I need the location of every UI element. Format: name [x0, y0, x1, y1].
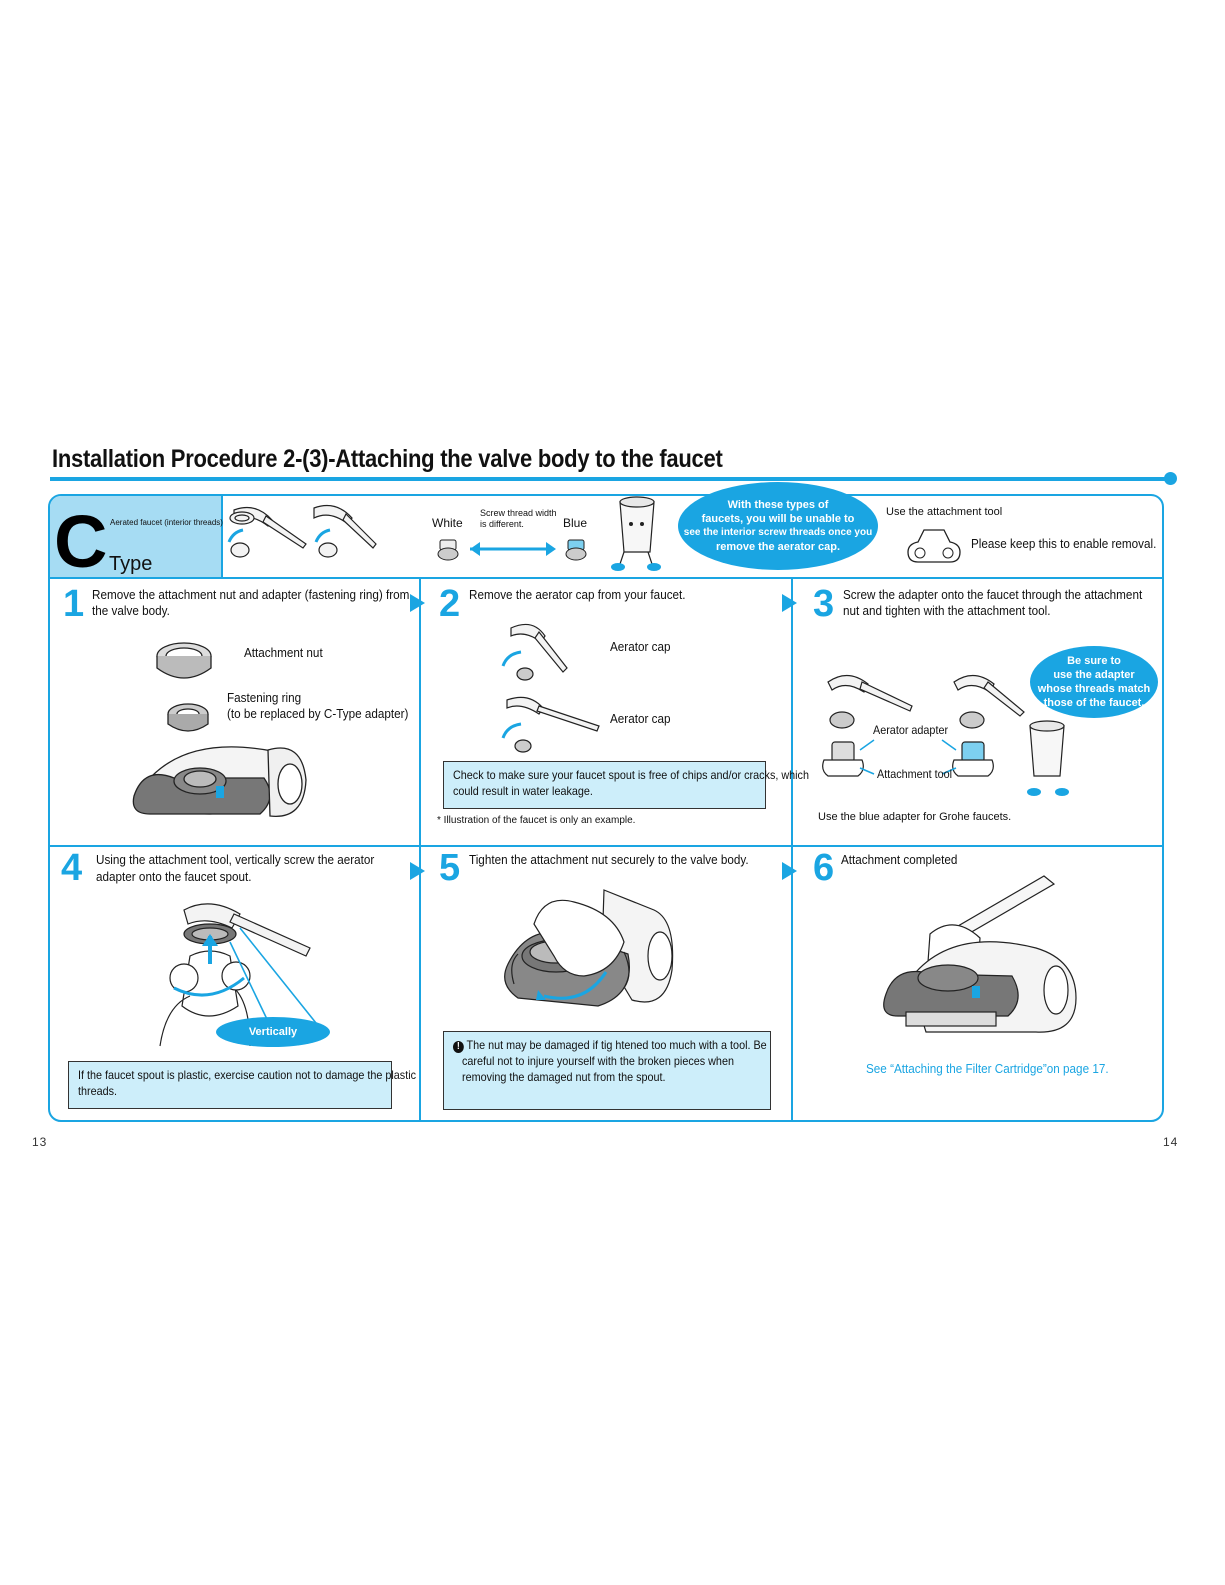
- valve-body-illustration: [132, 642, 307, 817]
- grohe-note: Use the blue adapter for Grohe faucets.: [818, 811, 1012, 823]
- step-text: Using the attachment tool, vertically sc…: [96, 852, 375, 867]
- keep-note: Please keep this to enable removal.: [971, 536, 1157, 551]
- info-bubble-line: With these types of: [727, 499, 829, 511]
- type-letter: C: [54, 500, 108, 583]
- header-rule: [50, 577, 1162, 579]
- aerator-adapter-label: Aerator adapter: [873, 723, 949, 737]
- step-text: Attachment completed: [841, 852, 958, 867]
- filter-cartridge-link[interactable]: See “Attaching the Filter Cartridge”on p…: [866, 1061, 1109, 1076]
- type-word: Type: [109, 553, 153, 575]
- note-line-text: The nut may be damaged if tig htened too…: [466, 1038, 767, 1052]
- tip-line: use the adapter: [1053, 669, 1135, 681]
- instruction-frame: [48, 494, 1164, 1122]
- note-line: removing the damaged nut from the spout.: [462, 1070, 666, 1084]
- col-divider-2: [791, 578, 793, 1121]
- step-text: nut and tighten with the attachment tool…: [843, 603, 1051, 618]
- step-number: 3: [813, 583, 835, 625]
- info-bubble-line: remove the aerator cap.: [715, 541, 841, 553]
- step-number: 6: [813, 847, 835, 889]
- white-label: White: [432, 516, 463, 530]
- c-type-panel: [50, 496, 222, 577]
- title-rule: [50, 477, 1172, 481]
- warning-icon: !: [453, 1041, 464, 1053]
- cartridge-mascot-icon: [611, 496, 661, 571]
- next-step-arrow: [410, 862, 425, 880]
- step-text: Screw the adapter onto the faucet throug…: [843, 587, 1143, 602]
- info-bubble-line: see the interior screw threads once you: [683, 527, 873, 538]
- page-number-right: 14: [1163, 1135, 1179, 1149]
- step-text: Remove the aerator cap from your faucet.: [469, 587, 686, 602]
- step-text: adapter onto the faucet spout.: [96, 869, 252, 884]
- title-dot: [1164, 472, 1177, 485]
- note-line: could result in water leakage.: [453, 784, 593, 798]
- aerator-cap-label: Aerator cap: [610, 639, 671, 654]
- next-step-arrow: [782, 594, 797, 612]
- attachment-nut-label: Attachment nut: [244, 645, 323, 660]
- step-number: 2: [439, 583, 461, 625]
- note-line: careful not to injure yourself with the …: [462, 1054, 734, 1068]
- note-line: If the faucet spout is plastic, exercise…: [78, 1068, 416, 1082]
- header-divider: [221, 496, 223, 577]
- note-line: threads.: [78, 1084, 118, 1098]
- tip-line: whose threads match: [1037, 683, 1151, 695]
- tip-line: those of the faucet.: [1043, 697, 1145, 709]
- step-number: 4: [61, 847, 83, 889]
- vertical-screw-illustration: [159, 903, 321, 1047]
- overtighten-warning: !The nut may be damaged if tig htened to…: [443, 1031, 771, 1110]
- attachment-tool-icon: [907, 529, 961, 563]
- step-text: the valve body.: [92, 603, 170, 618]
- plastic-caution-note: If the faucet spout is plastic, exercise…: [68, 1061, 416, 1109]
- page-title: Installation Procedure 2-(3)-Attaching t…: [52, 445, 723, 473]
- illustration-footnote: * Illustration of the faucet is only an …: [437, 815, 636, 826]
- next-step-arrow: [782, 862, 797, 880]
- step-number: 5: [439, 847, 461, 889]
- tip-line: Be sure to: [1067, 655, 1121, 667]
- caution-note: Check to make sure your faucet spout is …: [443, 761, 809, 809]
- fastening-ring-note: (to be replaced by C-Type adapter): [227, 706, 409, 721]
- thread-note-1: Screw thread width: [480, 508, 557, 518]
- page-number-left: 13: [32, 1135, 48, 1149]
- vertically-label: Vertically: [216, 1017, 330, 1047]
- row-rule: [50, 845, 1162, 847]
- attachment-tool-label: Attachment tool: [877, 767, 953, 781]
- adapter-assembly-illustration: [822, 674, 1069, 796]
- thread-note-2: is different.: [480, 519, 524, 529]
- col-divider-1: [419, 578, 421, 1121]
- adapter-tip-bubble: Be sure to use the adapter whose threads…: [1030, 646, 1158, 718]
- aerator-cap-illustration: [501, 623, 600, 753]
- type-description: Aerated faucet (interior threads): [110, 518, 223, 527]
- step-number: 1: [63, 583, 85, 625]
- attachment-complete-illustration: [883, 875, 1077, 1033]
- step-text: Tighten the attachment nut securely to t…: [469, 852, 749, 867]
- note-line: Check to make sure your faucet spout is …: [453, 768, 809, 782]
- tighten-nut-illustration: [504, 889, 674, 1007]
- next-step-arrow: [410, 594, 425, 612]
- aerated-faucet-illustrations: [227, 505, 377, 558]
- tool-label: Use the attachment tool: [886, 506, 1003, 518]
- step-text: Remove the attachment nut and adapter (f…: [92, 587, 410, 602]
- info-bubble-line: faucets, you will be unable to: [701, 513, 855, 525]
- adapter-compare-icons: [437, 539, 587, 561]
- fastening-ring-label: Fastening ring: [227, 690, 302, 705]
- info-bubble: With these types of faucets, you will be…: [678, 482, 878, 570]
- blue-label: Blue: [563, 516, 588, 530]
- aerator-cap-label: Aerator cap: [610, 711, 671, 726]
- note-line: !The nut may be damaged if tig htened to…: [453, 1037, 767, 1053]
